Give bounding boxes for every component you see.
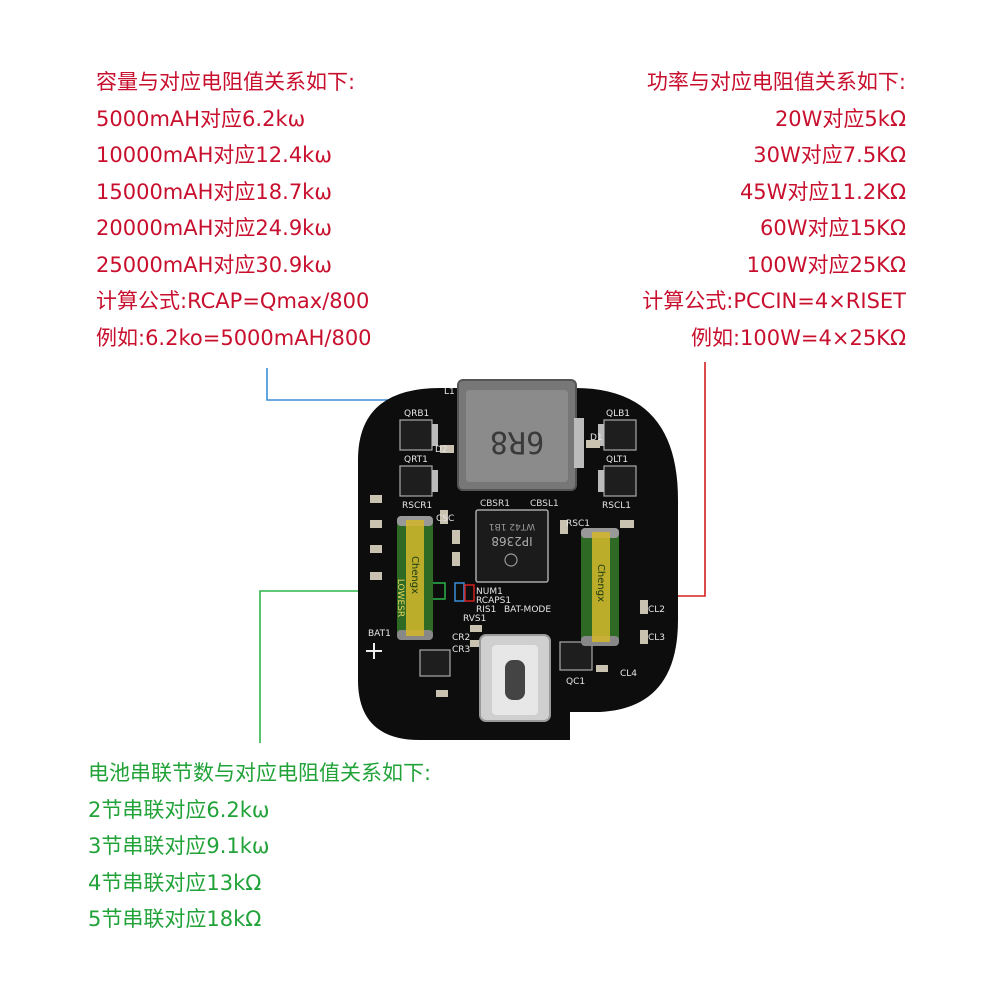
capacity-row: 5000mAH对应6.2kω: [96, 106, 306, 131]
power-row: 45W对应11.2KΩ: [739, 179, 906, 204]
riset-resistor-highlight: [464, 584, 475, 602]
power-row: 100W对应25KΩ: [746, 252, 906, 277]
power-row: 20W对应5kΩ: [774, 106, 906, 131]
mosfet-qc1: [559, 641, 593, 671]
silk-rvs1: RVS1: [463, 614, 486, 624]
battery-series-table: 电池串联节数与对应电阻值关系如下: 2节串联对应6.2kω 3节串联对应9.1k…: [88, 755, 431, 938]
mosfet-qrb1: [399, 419, 438, 451]
silk-qrb1: QRB1: [404, 409, 429, 419]
capacity-row: 10000mAH对应12.4kω: [96, 143, 332, 167]
silk-ris1: RIS1: [476, 605, 496, 615]
capacitor-right-brand: Chengx: [595, 564, 606, 602]
capacitor-left-series: LOWESR: [395, 579, 405, 617]
silk-rsc1: RSC1: [566, 519, 590, 529]
battery-row: 3节串联对应9.1kω: [88, 834, 270, 858]
capacity-resistance-table: 容量与对应电阻值关系如下: 5000mAH对应6.2kω 10000mAH对应1…: [96, 64, 372, 356]
silk-qlb1: QLB1: [606, 409, 630, 419]
silk-qrt1: QRT1: [404, 455, 428, 465]
plus-marking: [366, 643, 382, 659]
silk-cr3: CR3: [452, 645, 470, 655]
silk-bat1: BAT1: [368, 629, 391, 639]
power-title: 功率与对应电阻值关系如下:: [646, 70, 906, 94]
silk-l1: L1: [444, 387, 455, 397]
chip-marking-1: WT42 1B1: [489, 521, 535, 531]
silk-rscl1: RSCL1: [602, 501, 631, 511]
silk-cl3: CL3: [648, 633, 665, 643]
usb-c-connector: [479, 634, 551, 722]
mosfet-cr: [419, 649, 451, 677]
chip-label-cbsr: CBSR1: [480, 499, 510, 509]
capacity-formula: 计算公式:RCAP=Qmax/800: [96, 289, 370, 313]
silk-d1: D1: [590, 433, 603, 443]
chip-marking-2: IP2368: [491, 534, 532, 548]
battery-row: 5节串联对应18kΩ: [88, 907, 262, 931]
power-resistance-table: 功率与对应电阻值关系如下: 20W对应5kΩ 30W对应7.5KΩ 45W对应1…: [642, 64, 906, 356]
silk-cl4: CL4: [620, 669, 637, 679]
silk-qlt1: QLT1: [606, 455, 628, 465]
silk-cr2: CR2: [452, 633, 470, 643]
silk-num1: NUM1: [476, 587, 503, 597]
capacitor-right: Chengx: [581, 528, 619, 646]
rcap-resistor-highlight: [454, 582, 465, 602]
chip-label-cbsl: CBSL1: [530, 499, 559, 509]
power-row: 60W对应15KΩ: [759, 216, 906, 240]
silk-qc1: QC1: [566, 677, 585, 687]
silk-batmode: BAT-MODE: [504, 605, 551, 615]
mosfet-qrt1: [399, 465, 438, 497]
silk-rcaps1: RCAPS1: [476, 596, 511, 606]
battery-row: 2节串联对应6.2kω: [88, 797, 270, 822]
capacity-row: 25000mAH对应30.9kω: [96, 252, 332, 277]
inductor-top: [466, 390, 568, 482]
mosfet-qlb1: [598, 419, 637, 451]
power-example: 例如:100W=4×25KΩ: [690, 325, 906, 350]
capacitor-left: Chengx LOWESR: [395, 516, 433, 640]
inductor-marking: 6R8: [490, 424, 544, 459]
mosfet-qlt1: [598, 465, 637, 497]
ic-chip: [475, 509, 549, 583]
capacitor-left-brand: Chengx: [409, 556, 420, 594]
smd-components: [370, 440, 648, 697]
capacity-title: 容量与对应电阻值关系如下:: [96, 70, 356, 94]
silk-rscr1: RSCR1: [402, 501, 432, 511]
battery-row: 4节串联对应13kΩ: [88, 870, 262, 895]
silk-csc: CSC: [436, 514, 454, 524]
power-row: 30W对应7.5KΩ: [753, 143, 906, 167]
silk-d2: D2: [435, 445, 448, 455]
capacity-row: 15000mAH对应18.7kω: [96, 179, 332, 204]
capacity-example: 例如:6.2ko=5000mAH/800: [96, 325, 372, 350]
power-formula: 计算公式:PCCIN=4×RISET: [642, 289, 906, 313]
capacity-row: 20000mAH对应24.9kω: [96, 216, 332, 240]
inductor-pad: [574, 418, 584, 468]
battery-title: 电池串联节数与对应电阻值关系如下:: [88, 761, 432, 785]
silk-cl2: CL2: [648, 605, 665, 615]
ic-pin1-mark: [504, 553, 518, 567]
